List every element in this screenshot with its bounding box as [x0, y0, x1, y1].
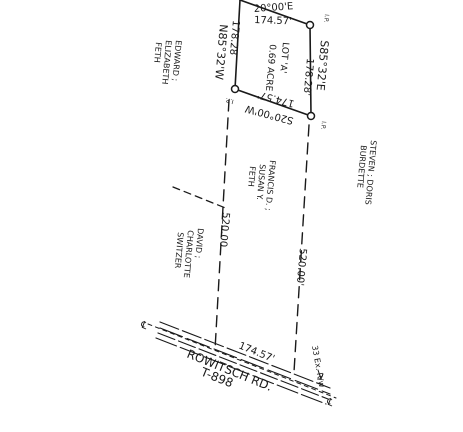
lot-area-label: 0.69 ACRE: [263, 44, 277, 92]
side-division-line: [172, 186, 229, 210]
owner-left-lower-line1: DAVID ;: [193, 228, 205, 259]
road-distance-label: 174.57': [237, 341, 276, 365]
bottom-distance-label: 174.57': [256, 88, 295, 108]
top-distance-label: 174.57': [254, 15, 292, 27]
owner-left-lower-line2: CHARLOTTE: [182, 230, 195, 278]
road-row-label: 33 Ex. R/w: [310, 345, 326, 389]
road-line-3: [157, 332, 329, 400]
road-line-2: [159, 327, 331, 395]
long-right-distance-label: 520.00': [294, 248, 308, 287]
road-line-1: [159, 321, 331, 389]
owner-left-upper-line1: EDWARD ;: [170, 40, 183, 82]
lot-left-line: [234, 0, 241, 90]
iron-pin-ne: [305, 20, 315, 30]
row-leader-arrow: [317, 369, 324, 380]
centerline-mark-left: ℄: [138, 319, 150, 332]
lot-top-line: [239, 0, 311, 26]
owner-center-line2: SUSAN Y.: [255, 164, 267, 201]
top-bearing-label: 20°00'E: [253, 1, 293, 15]
pin-label-ne: I.P.: [322, 14, 330, 23]
lot-right-line: [309, 24, 312, 117]
pin-label-se: I.P.: [319, 121, 327, 130]
road-centerline: [147, 323, 337, 399]
lot-bottom-line: [234, 88, 312, 117]
long-left-distance-label: 520.00: [217, 212, 231, 248]
owner-left-lower-line3: SWITZER: [173, 232, 185, 269]
lot-label: LOT 'A': [277, 42, 290, 74]
iron-pin-sw: [230, 84, 240, 94]
left-bearing-label: N85°32'W: [212, 24, 230, 81]
owner-left-upper-line2: ELIZABETH: [160, 40, 173, 85]
owner-left-upper-line3: FETH: [152, 42, 163, 63]
owner-center-line3: FETH: [246, 166, 257, 187]
owner-center-line1: FRANCIS D. ;: [264, 160, 277, 211]
road-line-4: [155, 337, 327, 405]
right-bearing-label: S85°32'E: [314, 40, 331, 91]
right-property-line: [293, 124, 310, 373]
right-distance-label: 178.28': [301, 58, 315, 97]
centerline-mark-right: ℄: [324, 396, 336, 409]
owner-right-line2: BURDETTE: [355, 145, 368, 188]
pin-label-sw: I.P.: [225, 96, 235, 105]
left-distance-label: 178.28: [227, 20, 241, 56]
iron-pin-se: [306, 111, 316, 121]
left-property-line: [214, 99, 230, 351]
